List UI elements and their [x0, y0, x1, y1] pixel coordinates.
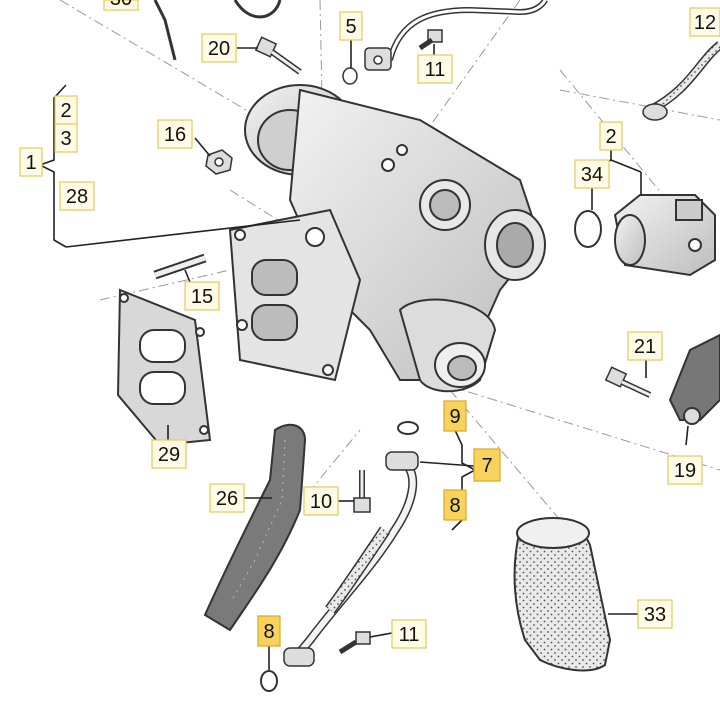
callout-10: 10	[303, 486, 339, 516]
o-ring-34-part	[574, 210, 602, 248]
svg-text:29: 29	[158, 444, 180, 466]
actuator-2-part	[613, 194, 716, 277]
callout-33: 33	[637, 599, 673, 629]
top-hose-part	[153, 0, 548, 61]
seal-9-part	[397, 421, 419, 435]
svg-text:10: 10	[310, 491, 332, 513]
svg-text:9: 9	[449, 406, 460, 428]
callout-29: 29	[151, 439, 187, 469]
svg-text:16: 16	[164, 124, 186, 146]
callout-16: 16	[157, 119, 193, 149]
oil-line-top-right	[642, 41, 720, 121]
callout-11-upper: 11	[417, 54, 453, 84]
svg-text:12: 12	[694, 12, 716, 34]
svg-text:33: 33	[644, 604, 666, 626]
leader-lines	[37, 40, 689, 670]
seal-8-lower-part	[260, 670, 278, 692]
callout-34: 34	[574, 159, 610, 189]
callout-8-highlight-lower: 8	[257, 615, 281, 647]
svg-text:26: 26	[216, 488, 238, 510]
callout-3: 3	[54, 123, 78, 153]
svg-text:21: 21	[634, 336, 656, 358]
callout-7-highlight: 7	[473, 448, 501, 482]
callout-11-lower: 11	[391, 619, 427, 649]
callout-30: 30	[103, 0, 139, 11]
bolt-11-lower-part	[338, 631, 371, 655]
heat-shield-26-part	[203, 423, 307, 632]
callout-12: 12	[689, 7, 720, 37]
svg-text:3: 3	[60, 128, 71, 150]
svg-text:8: 8	[263, 621, 274, 643]
svg-text:28: 28	[66, 186, 88, 208]
gasket-29-part	[116, 288, 212, 447]
callout-19: 19	[667, 455, 703, 485]
bolt-11-top-part	[418, 29, 443, 51]
bolt-21-part	[604, 366, 652, 398]
callout-15: 15	[184, 281, 220, 311]
callout-2-upper: 2	[54, 95, 78, 125]
svg-text:5: 5	[345, 16, 356, 38]
callout-9-highlight: 9	[443, 400, 467, 432]
svg-text:34: 34	[581, 164, 603, 186]
callout-1: 1	[19, 147, 43, 177]
svg-text:20: 20	[208, 38, 230, 60]
svg-text:11: 11	[399, 624, 420, 646]
callout-21: 21	[627, 331, 663, 361]
svg-text:7: 7	[481, 455, 492, 477]
svg-text:2: 2	[60, 100, 71, 122]
callout-5: 5	[339, 11, 363, 41]
svg-text:8: 8	[449, 495, 460, 517]
nut-16-part	[205, 149, 233, 175]
callout-2-lower: 2	[599, 121, 623, 151]
svg-text:2: 2	[605, 126, 616, 148]
bracket-19-part	[668, 333, 720, 425]
svg-text:15: 15	[191, 286, 213, 308]
callout-8-highlight-upper: 8	[443, 489, 467, 521]
bolt-20-part	[254, 36, 302, 75]
hose-33-part	[513, 517, 612, 672]
stud-15-part	[153, 253, 207, 280]
turbo-flange-part	[228, 208, 362, 382]
fitting-5-part	[342, 47, 392, 85]
svg-text:11: 11	[425, 59, 446, 81]
callout-26: 26	[209, 483, 245, 513]
svg-text:30: 30	[110, 0, 132, 10]
callout-20: 20	[201, 33, 237, 63]
oil-line-7-part	[283, 451, 419, 667]
callout-28: 28	[59, 181, 95, 211]
bolt-10-part	[353, 470, 371, 513]
svg-text:19: 19	[674, 460, 696, 482]
svg-text:1: 1	[25, 152, 36, 174]
